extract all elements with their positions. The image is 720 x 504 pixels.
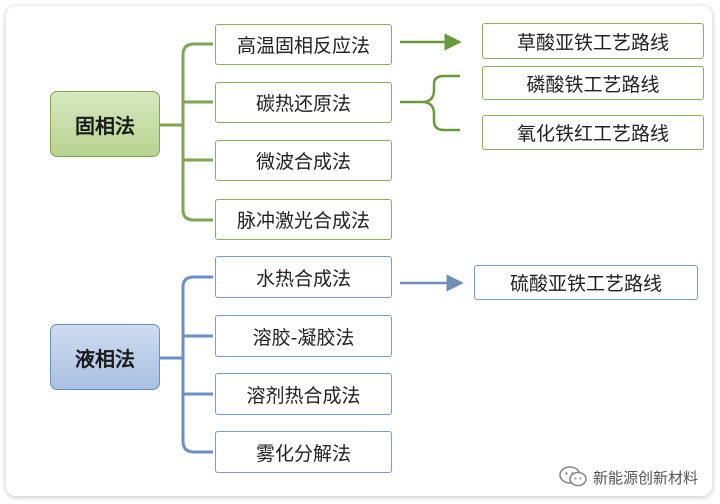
method-microwave: 微波合成法: [215, 140, 392, 181]
route-iron-oxide-red: 氧化铁红工艺路线: [482, 115, 704, 150]
method-high-temp-solid: 高温固相反应法: [215, 24, 392, 65]
method-hydrothermal: 水热合成法: [215, 256, 392, 298]
solid-bracket: [160, 42, 213, 222]
method-sol-gel: 溶胶-凝胶法: [215, 315, 392, 357]
route-ferrous-oxalate: 草酸亚铁工艺路线: [482, 23, 704, 59]
route-iron-phosphate: 磷酸铁工艺路线: [482, 66, 704, 100]
liquid-bracket: [160, 275, 213, 454]
method-carbothermal: 碳热还原法: [215, 82, 392, 123]
method-solvothermal: 溶剂热合成法: [215, 373, 392, 415]
route-ferrous-sulfate: 硫酸亚铁工艺路线: [474, 265, 698, 300]
carbothermal-brace: [400, 74, 460, 132]
category-liquid-phase: 液相法: [50, 324, 160, 390]
watermark-text: 新能源创新材料: [592, 468, 698, 487]
watermark: 新能源创新材料: [559, 466, 698, 488]
category-solid-phase: 固相法: [50, 91, 160, 157]
wechat-icon: [559, 466, 587, 487]
method-spray-pyrolysis: 雾化分解法: [215, 431, 392, 473]
method-pulsed-laser: 脉冲激光合成法: [215, 199, 392, 240]
